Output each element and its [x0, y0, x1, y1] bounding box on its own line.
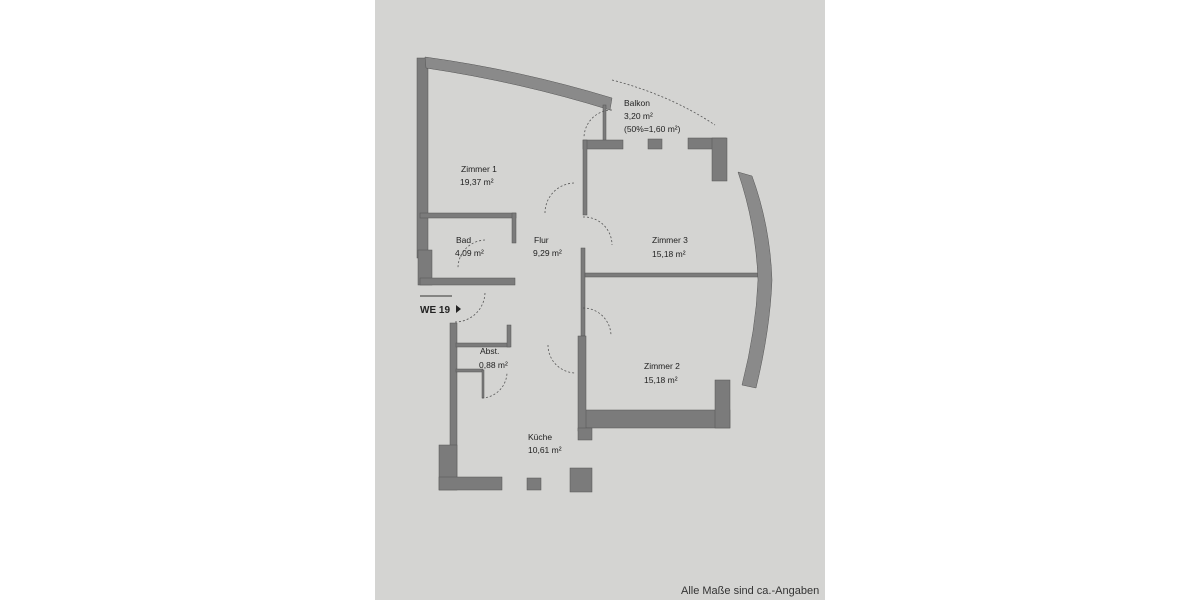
room-area-abst: 0,88 m²: [479, 360, 508, 370]
room-name-balkon: Balkon: [624, 98, 650, 108]
room-name-zimmer1: Zimmer 1: [461, 164, 497, 174]
room-note-balkon: (50%=1,60 m²): [624, 124, 681, 134]
room-name-zimmer2: Zimmer 2: [644, 361, 680, 371]
room-name-kueche: Küche: [528, 432, 552, 442]
footnote: Alle Maße sind ca.-Angaben: [681, 585, 819, 597]
room-area-zimmer3: 15,18 m²: [652, 249, 686, 259]
room-area-zimmer2: 15,18 m²: [644, 375, 678, 385]
unit-label: WE 19: [420, 305, 450, 316]
room-area-flur: 9,29 m²: [533, 248, 562, 258]
walls: [416, 56, 773, 493]
room-area-zimmer1: 19,37 m²: [460, 177, 494, 187]
door-swings: [454, 79, 716, 399]
entrance-arrow-icon: [456, 305, 461, 313]
right-margin: [825, 0, 1200, 600]
room-name-zimmer3: Zimmer 3: [652, 235, 688, 245]
room-name-abst: Abst.: [480, 346, 499, 356]
room-area-kueche: 10,61 m²: [528, 445, 562, 455]
room-name-flur: Flur: [534, 235, 549, 245]
room-area-balkon: 3,20 m²: [624, 111, 653, 121]
room-area-bad: 4,09 m²: [455, 248, 484, 258]
room-name-bad: Bad: [456, 235, 471, 245]
